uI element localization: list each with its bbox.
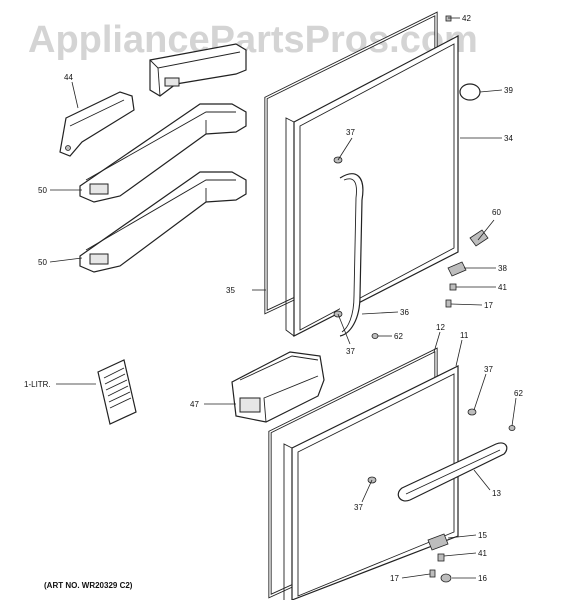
callout-37-right: 37 (484, 365, 493, 374)
handle-screw-right (467, 408, 477, 416)
hinge-pin-lower (437, 553, 445, 562)
hinge-bracket-upper (447, 261, 467, 277)
callout-12: 12 (436, 323, 445, 332)
callout-60: 60 (492, 208, 501, 217)
door-bin-large-upper (79, 103, 247, 203)
callout-41-bottom: 41 (478, 549, 487, 558)
door-closer-cam (469, 229, 489, 247)
callout-50-b: 50 (38, 258, 47, 267)
door-plug-button (459, 83, 481, 101)
callout-17-bottom: 17 (390, 574, 399, 583)
art-number: (ART NO. WR20329 C2) (44, 581, 133, 590)
hinge-screw-upper (445, 299, 452, 308)
leader-lines (49, 17, 517, 579)
callout-50-a: 50 (38, 186, 47, 195)
callout-16: 16 (478, 574, 487, 583)
handle-plug-upper (371, 333, 379, 339)
freezer-door-bin (231, 351, 325, 423)
callout-44: 44 (64, 73, 73, 82)
callout-37-mid: 37 (346, 347, 355, 356)
callout-62-top: 62 (394, 332, 403, 341)
fresh-food-door (285, 35, 459, 337)
handle-plug-lower (508, 425, 516, 431)
fresh-food-door-handle (339, 173, 364, 337)
callout-15: 15 (478, 531, 487, 540)
hinge-bracket-lower (427, 533, 449, 551)
door-bin-small-top (149, 43, 247, 97)
top-door-stop (445, 15, 452, 22)
callout-17-top: 17 (484, 301, 493, 310)
callout-labels: 42 39 34 37 60 38 41 17 36 62 37 35 44 5… (24, 14, 523, 583)
literature-booklet (97, 359, 137, 425)
callout-38: 38 (498, 264, 507, 273)
hinge-screw-lower (429, 569, 436, 578)
dairy-door-cover (59, 91, 135, 157)
hinge-bushing-lower (440, 573, 452, 583)
callout-42: 42 (462, 14, 471, 23)
hinge-pin-upper (449, 283, 457, 291)
callout-36: 36 (400, 308, 409, 317)
callout-41-top: 41 (498, 283, 507, 292)
watermark-text: AppliancePartsPros.com (28, 19, 478, 61)
callout-35: 35 (226, 286, 235, 295)
callout-39: 39 (504, 86, 513, 95)
callout-34: 34 (504, 134, 513, 143)
freezer-door-handle (397, 442, 508, 502)
door-bin-large-lower (79, 171, 247, 273)
callout-11: 11 (460, 331, 469, 340)
callout-13: 13 (492, 489, 501, 498)
callout-47: 47 (190, 400, 199, 409)
callout-62-bottom: 62 (514, 389, 523, 398)
callout-1-litr: 1-LITR. (24, 380, 51, 389)
callout-37-top: 37 (346, 128, 355, 137)
callout-37-bottom: 37 (354, 503, 363, 512)
freezer-door (283, 365, 459, 600)
